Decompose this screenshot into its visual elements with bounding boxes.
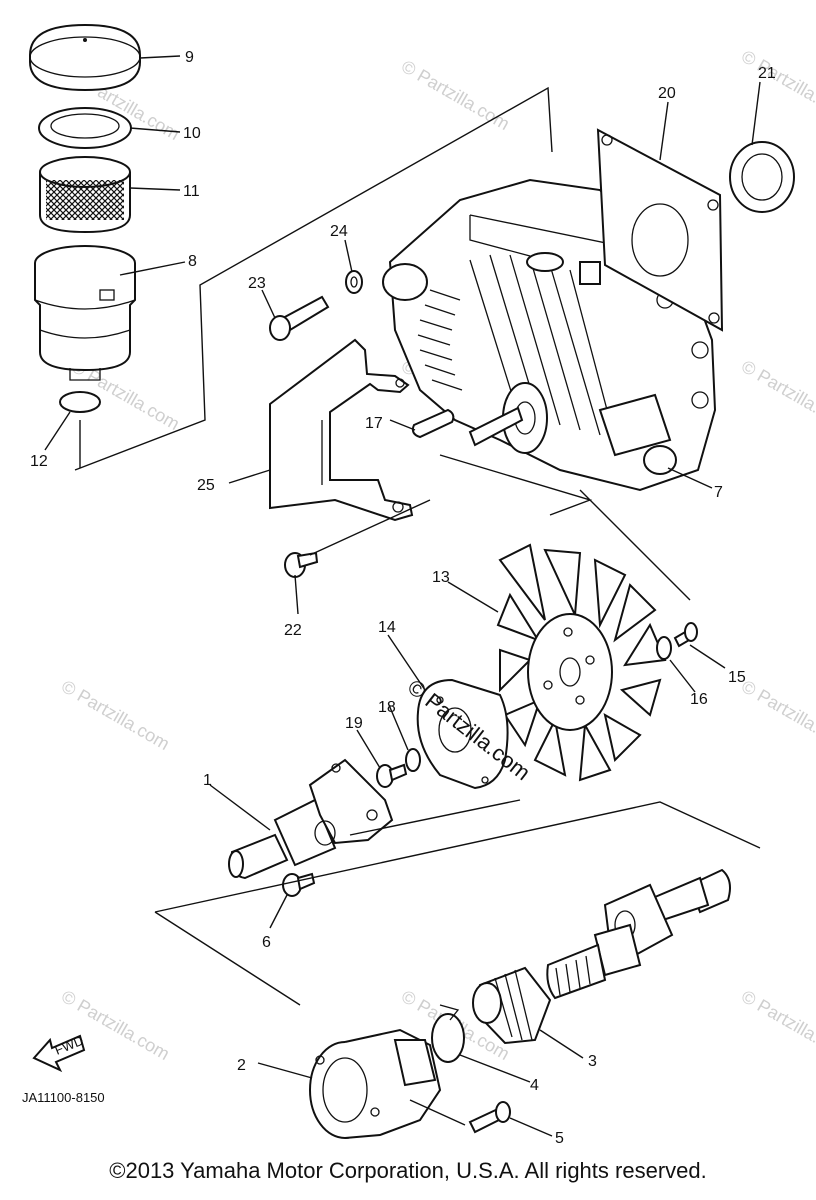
callout-15: 15 [728,669,746,686]
part-21-oil-seal [729,141,795,213]
callout-1: 1 [203,772,212,789]
callout-8: 8 [188,253,197,270]
part-19-bolt [376,763,408,788]
part-22-bolt [284,551,319,578]
watermark-text: © Partzilla.com [738,676,816,754]
leader-lines [44,55,761,1137]
copyright-notice: ©2013 Yamaha Motor Corporation, U.S.A. A… [109,1158,707,1183]
part-12-o-ring [59,391,101,413]
part-9-cap [29,23,141,92]
watermark-text: © Partzilla.com [58,676,173,754]
callout-17: 17 [365,415,383,432]
callout-14: 14 [378,619,396,636]
part-5-bolt [468,1101,511,1134]
watermark-text: © Partzilla.com [738,46,816,124]
assembly-outline-hub [439,454,691,601]
part-14-flange [416,678,509,790]
callout-25: 25 [197,477,215,494]
diagram-code: JA11100-8150 [22,1090,105,1105]
callout-23: 23 [248,275,266,292]
part-15-bolt [673,622,698,648]
callout-13: 13 [432,569,450,586]
callout-2: 2 [237,1057,246,1074]
part-2-housing [309,1028,442,1139]
watermark-text: © Partzilla.com [738,356,816,434]
watermark-text: © Partzilla.com [398,56,513,134]
callout-10: 10 [183,125,201,142]
part-6-bolt [282,872,316,897]
callout-18: 18 [378,699,396,716]
part-23-bolt [269,295,330,341]
assembly-line [409,1099,466,1126]
assembly-outline-lower [154,801,761,1006]
callout-21: 21 [758,65,776,82]
callout-4: 4 [530,1077,539,1094]
callout-5: 5 [555,1130,564,1147]
part-13-fan [496,543,667,782]
callout-16: 16 [690,691,708,708]
callout-22: 22 [284,622,302,639]
callout-7: 7 [714,484,723,501]
callout-12: 12 [30,453,48,470]
callout-20: 20 [658,85,676,102]
part-20-gasket [596,128,724,332]
part-10-seal [38,107,132,149]
callout-19: 19 [345,715,363,732]
part-3-boot [472,966,552,1045]
callout-24: 24 [330,223,348,240]
watermark-text: © Partzilla.com [738,986,816,1064]
part-24-washer [345,270,363,294]
assembly-line [309,499,431,556]
part-drive-shaft-assembly [546,868,731,1000]
forward-arrow-icon: FWD [32,1033,86,1073]
part-17-key [411,408,455,439]
part-25-bracket [269,338,414,522]
callout-labels: 9 10 11 8 12 21 20 24 23 17 25 7 22 13 1… [30,49,776,1147]
assembly-line [349,799,521,836]
part-18-washer [405,748,421,772]
part-16-washer [656,636,672,660]
callout-9: 9 [185,49,194,66]
assembly-outline-filter [74,86,553,471]
callout-3: 3 [588,1053,597,1070]
callout-11: 11 [183,183,200,200]
callout-6: 6 [262,934,271,951]
part-8-reservoir [34,245,136,381]
part-1-joint-shaft [228,758,394,880]
part-4-clip [431,1004,465,1063]
part-11-strainer [39,156,131,234]
